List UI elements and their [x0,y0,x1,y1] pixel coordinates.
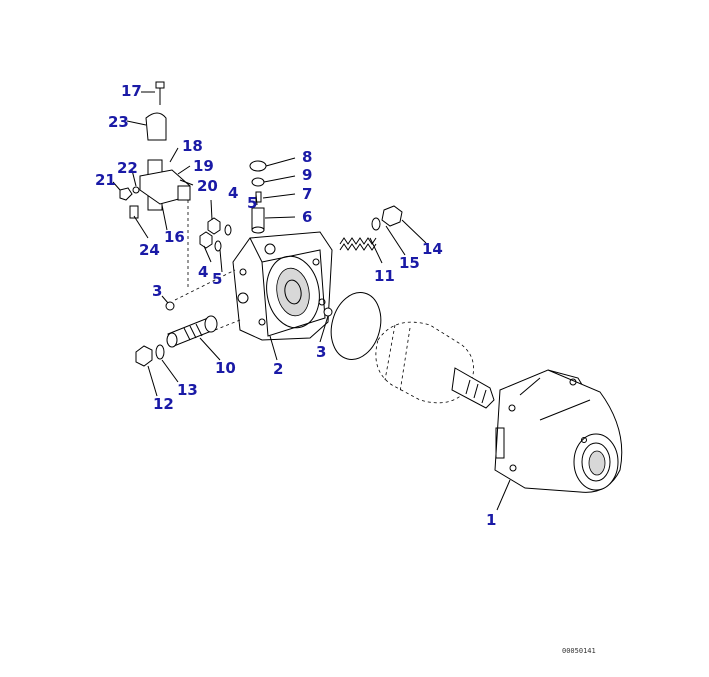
part-label-3: 3 [316,343,326,361]
part-label-1: 1 [486,511,496,529]
part-label-7: 7 [302,185,312,203]
part-label-8: 8 [302,148,312,166]
part-label-24: 24 [139,241,160,259]
pump-case [232,231,333,341]
leader-lines [112,91,511,511]
part-label-16: 16 [164,228,185,246]
part-label-10: 10 [215,359,236,377]
part-label-18: 18 [182,137,203,155]
drawing-code: 00050141 [562,647,596,655]
part-number-labels: 1 2 3 3 4 4 5 5 6 7 8 9 10 11 12 13 14 1… [95,82,496,529]
part-label-5: 5 [212,270,222,288]
part-label-4: 4 [228,184,238,202]
part-label-14: 14 [422,240,443,258]
upper-valve-parts [249,160,267,234]
part-label-3: 3 [152,282,162,300]
part-label-9: 9 [302,166,312,184]
part-label-15: 15 [399,254,420,272]
rotating-group [375,321,495,409]
part-label-13: 13 [177,381,198,399]
part-label-21: 21 [95,171,116,189]
part-label-12: 12 [153,395,174,413]
motor-housing [494,369,623,493]
servo-piston [166,315,218,348]
part-label-5: 5 [247,194,257,212]
plug-14 [381,205,403,227]
part-label-11: 11 [374,267,395,285]
part-label-19: 19 [193,157,214,175]
plugs-4-5 [165,217,333,317]
part-label-2: 2 [273,360,283,378]
part-label-20: 20 [197,177,218,195]
regulator-assembly [119,81,241,331]
spring-11 [339,217,381,251]
part-label-4: 4 [198,263,208,281]
part-label-22: 22 [117,159,138,177]
large-o-ring [330,292,382,360]
part-label-6: 6 [302,208,312,226]
part-label-17: 17 [121,82,142,100]
part-label-23: 23 [108,113,129,131]
plug-12 [135,344,165,367]
